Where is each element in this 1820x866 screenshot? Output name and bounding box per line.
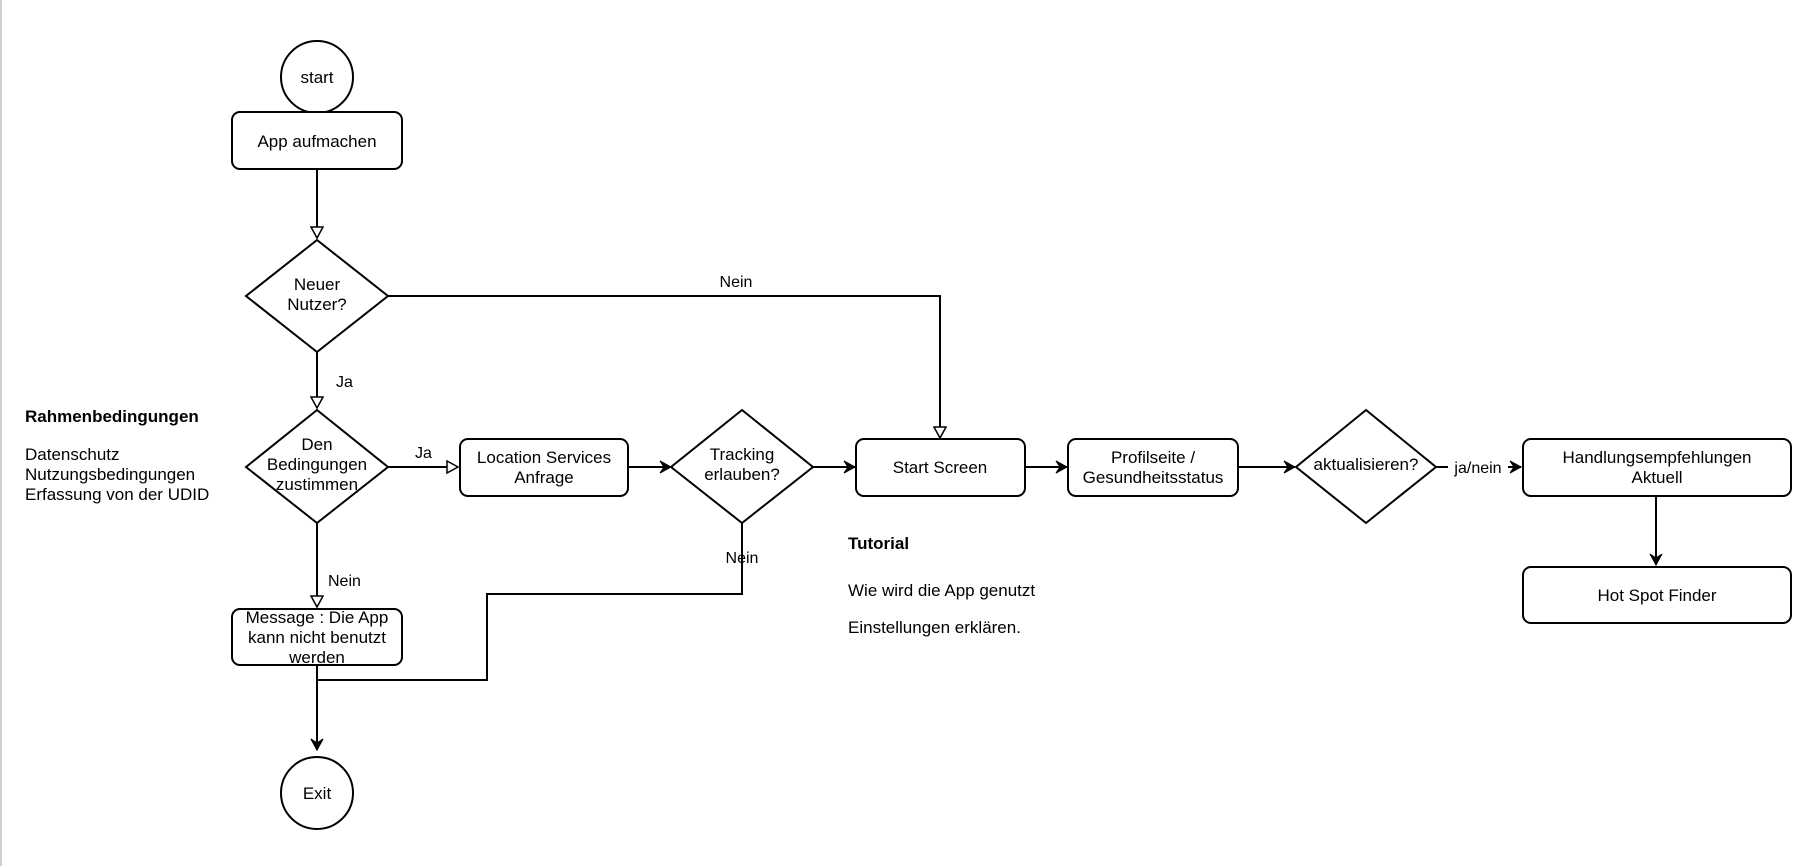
advice-label-1: Handlungsempfehlungen [1562,448,1751,467]
edge-label-terms-no: Nein [328,573,361,590]
profile-node: Profilseite / Gesundheitsstatus [1067,438,1239,497]
start-screen-node: Start Screen [855,438,1026,497]
start-screen-label: Start Screen [893,458,988,477]
terms-label-3: zustimmen [276,475,358,494]
tracking-label-1: Tracking [710,445,775,464]
edge-label-tracking-no: Nein [726,550,759,567]
framework-line-3: Erfassung von der UDID [25,485,210,504]
hotspot-label: Hot Spot Finder [1597,586,1716,605]
framework-note: Rahmenbedingungen Datenschutz Nutzungsbe… [25,407,209,505]
location-label-1: Location Services [477,448,611,467]
tracking-decision: Tracking erlauben? [669,408,815,525]
framework-line-2: Nutzungsbedingungen [25,465,196,484]
tracking-label-2: erlauben? [704,465,780,484]
update-decision: aktualisieren? [1294,408,1438,525]
hotspot-node: Hot Spot Finder [1522,566,1792,624]
message-label-1: Message : Die App [246,608,389,627]
tutorial-note: Tutorial Wie wird die App genutzt Einste… [848,534,1035,638]
edge-label-update: ja/nein [1453,460,1501,477]
profile-label-2: Gesundheitsstatus [1083,468,1224,487]
exit-node: Exit [280,756,354,830]
edge-label-new-yes: Ja [336,374,353,391]
location-services-node: Location Services Anfrage [459,438,629,497]
message-label-2: kann nicht benutzt [248,628,386,647]
advice-label-2: Aktuell [1631,468,1682,487]
tutorial-line-2: Einstellungen erklären. [848,618,1021,637]
edge-label-terms-yes: Ja [415,445,432,462]
advice-node: Handlungsempfehlungen Aktuell [1522,438,1792,497]
framework-line-1: Datenschutz [25,445,120,464]
location-label-2: Anfrage [514,468,574,487]
terms-label-1: Den [301,435,332,454]
terms-label-2: Bedingungen [267,455,367,474]
left-border [0,0,2,866]
new-user-label-1: Neuer [294,275,341,294]
start-node: start [280,40,354,114]
message-node: Message : Die App kann nicht benutzt wer… [231,608,403,667]
update-label: aktualisieren? [1314,455,1419,474]
message-label-3: werden [288,648,345,667]
tutorial-title: Tutorial [848,534,910,553]
start-node-label: start [300,68,333,87]
edge-label-new-no: Nein [720,274,753,291]
tutorial-line-1: Wie wird die App genutzt [848,581,1036,600]
edge-newuser-startscreen [388,295,940,438]
framework-title: Rahmenbedingungen [25,407,199,426]
terms-decision: Den Bedingungen zustimmen [244,408,390,525]
app-open-label: App aufmachen [257,132,376,151]
app-open-node: App aufmachen [231,111,403,170]
new-user-label-2: Nutzer? [287,295,347,314]
new-user-decision: Neuer Nutzer? [244,238,390,354]
exit-label: Exit [303,784,332,803]
profile-label-1: Profilseite / [1111,448,1195,467]
